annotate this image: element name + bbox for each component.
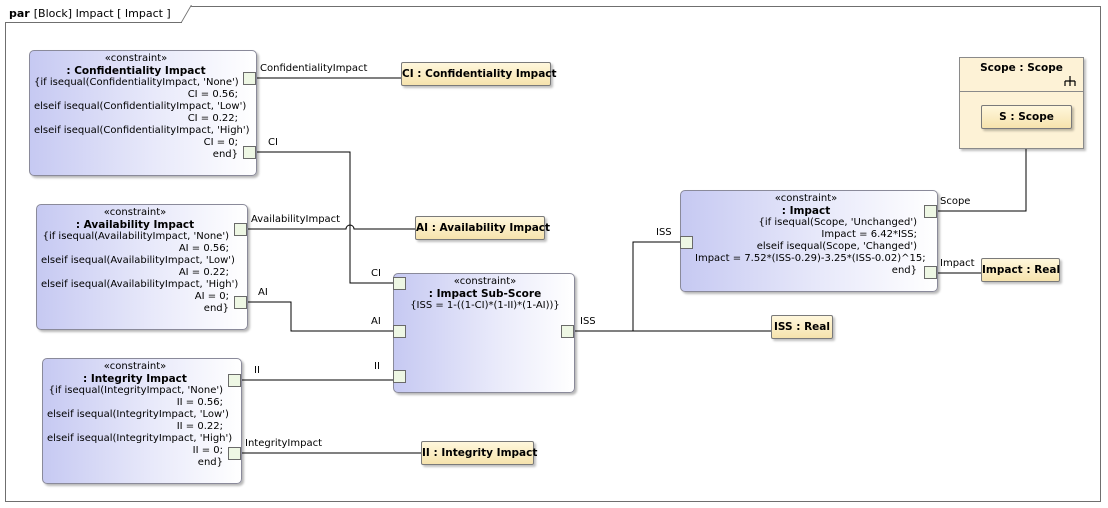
stereotype-label: «constraint»: [104, 53, 168, 64]
port-label-ai-out: AI: [258, 287, 268, 298]
constraint-body-line: elseif isequal(IntegrityImpact, 'Low'): [47, 409, 229, 420]
port-label-confidentiality-impact: ConfidentialityImpact: [260, 63, 368, 74]
stereotype-label: «constraint»: [453, 276, 517, 287]
connector-ci-subscore: [257, 151, 393, 284]
constraint-name: : Availability Impact: [75, 219, 195, 231]
constraint-body-line: elseif isequal(AvailabilityImpact, 'Low'…: [41, 255, 235, 266]
stereotype-label: «constraint»: [103, 207, 167, 218]
constraint-body-line: Impact = 7.52*(ISS-0.29)-3.25*(ISS-0.02)…: [695, 253, 926, 264]
constraint-body-line: AI = 0.56;: [178, 243, 229, 254]
port-confidentiality-impact[interactable]: [243, 72, 256, 85]
constraint-name: : Impact Sub-Score: [428, 288, 542, 300]
constraint-body-line: {if isequal(ConfidentialityImpact, 'None…: [34, 77, 239, 88]
frame-kind: par: [9, 7, 30, 20]
port-label-subscore-ai: AI: [371, 316, 381, 327]
constraint-body-line: AI = 0.22;: [178, 267, 229, 278]
constraint-name: : Impact: [781, 205, 831, 217]
diagram-frame: [5, 6, 1101, 502]
constraint-body-line: Impact = 6.42*ISS;: [821, 229, 917, 240]
constraint-body-line: end}: [203, 303, 229, 314]
value-property-impact[interactable]: Impact : Real: [981, 258, 1060, 282]
scope-block[interactable]: Scope : Scope S : Scope: [959, 57, 1084, 149]
value-property-label: ISS : Real: [774, 321, 830, 333]
port-integrity-impact[interactable]: [228, 447, 241, 460]
constraint-integrity-impact[interactable]: «constraint» : Integrity Impact {if iseq…: [42, 358, 242, 484]
connector-ai-subscore: [248, 301, 393, 332]
connector-scope-impact: [937, 130, 1027, 212]
constraint-body-line: elseif isequal(ConfidentialityImpact, 'L…: [34, 101, 247, 112]
constraint-body-line: CI = 0.22;: [187, 113, 238, 124]
scope-part-label: S : Scope: [999, 111, 1054, 123]
connector-iss-impact: [632, 241, 680, 331]
port-ci-out[interactable]: [243, 146, 256, 159]
port-label-ii-out: II: [254, 365, 260, 376]
value-property-ii[interactable]: II : Integrity Impact: [421, 441, 538, 465]
constraint-body-line: CI = 0.56;: [187, 89, 238, 100]
connector-availability-ai: [248, 224, 415, 230]
port-label-ci-out: CI: [268, 137, 278, 148]
constraint-name: : Integrity Impact: [83, 373, 187, 385]
port-subscore-iss[interactable]: [561, 325, 574, 338]
constraint-body-line: AI = 0;: [194, 291, 229, 302]
value-property-label: AI : Availability Impact: [416, 222, 551, 234]
constraint-body-line: II = 0.56;: [176, 397, 223, 408]
frame-header: par[Block] Impact [ Impact ]: [5, 6, 182, 23]
frame-title: [Block] Impact [ Impact ]: [33, 7, 171, 20]
constraint-body-line: {ISS = 1-((1-CI)*(1-II)*(1-AI))}: [410, 300, 560, 311]
value-property-iss[interactable]: ISS : Real: [771, 315, 833, 339]
value-property-ci[interactable]: CI : Confidentiality Impact: [401, 62, 557, 86]
port-impact-out[interactable]: [924, 266, 937, 279]
constraint-body-line: elseif isequal(IntegrityImpact, 'High'): [47, 433, 233, 444]
scope-block-divider: [960, 91, 1083, 92]
constraint-impact[interactable]: «constraint» : Impact {if isequal(Scope,…: [680, 190, 938, 292]
port-label-integrity-impact: IntegrityImpact: [245, 438, 323, 449]
port-ii-out[interactable]: [228, 374, 241, 387]
port-subscore-ii[interactable]: [393, 370, 406, 383]
value-property-ai[interactable]: AI : Availability Impact: [415, 216, 550, 240]
constraint-body-line: end}: [197, 457, 223, 468]
port-availability-impact[interactable]: [234, 223, 247, 236]
port-label-availability-impact: AvailabilityImpact: [251, 214, 341, 225]
constraint-body-line: {if isequal(AvailabilityImpact, 'None'): [42, 231, 229, 242]
port-label-subscore-iss: ISS: [580, 316, 596, 327]
constraint-body-line: elseif isequal(AvailabilityImpact, 'High…: [41, 279, 239, 290]
port-label-subscore-ci: CI: [371, 268, 381, 279]
constraint-body-line: end}: [891, 265, 917, 276]
port-subscore-ci[interactable]: [393, 277, 406, 290]
constraint-impact-subscore[interactable]: «constraint» : Impact Sub-Score {ISS = 1…: [393, 273, 575, 393]
port-label-subscore-ii: II: [374, 361, 380, 372]
scope-part[interactable]: S : Scope: [981, 105, 1072, 129]
constraint-name: : Confidentiality Impact: [66, 65, 206, 77]
constraint-body-line: elseif isequal(ConfidentialityImpact, 'H…: [34, 125, 250, 136]
stereotype-label: «constraint»: [774, 193, 838, 204]
port-impact-scope[interactable]: [924, 205, 937, 218]
constraint-body-line: end}: [212, 149, 238, 160]
port-label-impact-iss: ISS: [656, 227, 672, 238]
port-subscore-ai[interactable]: [393, 325, 406, 338]
scope-block-title: Scope : Scope: [980, 62, 1063, 74]
block-decomposition-icon: [1064, 76, 1076, 86]
constraint-availability-impact[interactable]: «constraint» : Availability Impact {if i…: [36, 204, 248, 330]
port-impact-iss[interactable]: [680, 236, 693, 249]
constraint-body-line: II = 0;: [192, 445, 223, 456]
constraint-body-line: CI = 0;: [203, 137, 238, 148]
constraint-body-line: elseif isequal(Scope, 'Changed'): [756, 241, 917, 252]
stereotype-label: «constraint»: [103, 361, 167, 372]
constraint-body-line: II = 0.22;: [176, 421, 223, 432]
port-label-impact-scope: Scope: [940, 196, 971, 207]
value-property-label: Impact : Real: [982, 264, 1061, 276]
constraint-body-line: {if isequal(IntegrityImpact, 'None'): [48, 385, 223, 396]
constraint-body-line: {if isequal(Scope, 'Unchanged'): [758, 217, 917, 228]
port-ai-out[interactable]: [234, 296, 247, 309]
value-property-label: CI : Confidentiality Impact: [402, 68, 557, 80]
port-label-impact-out: Impact: [940, 258, 975, 269]
value-property-label: II : Integrity Impact: [422, 447, 538, 459]
constraint-confidentiality-impact[interactable]: «constraint» : Confidentiality Impact {i…: [29, 50, 257, 176]
